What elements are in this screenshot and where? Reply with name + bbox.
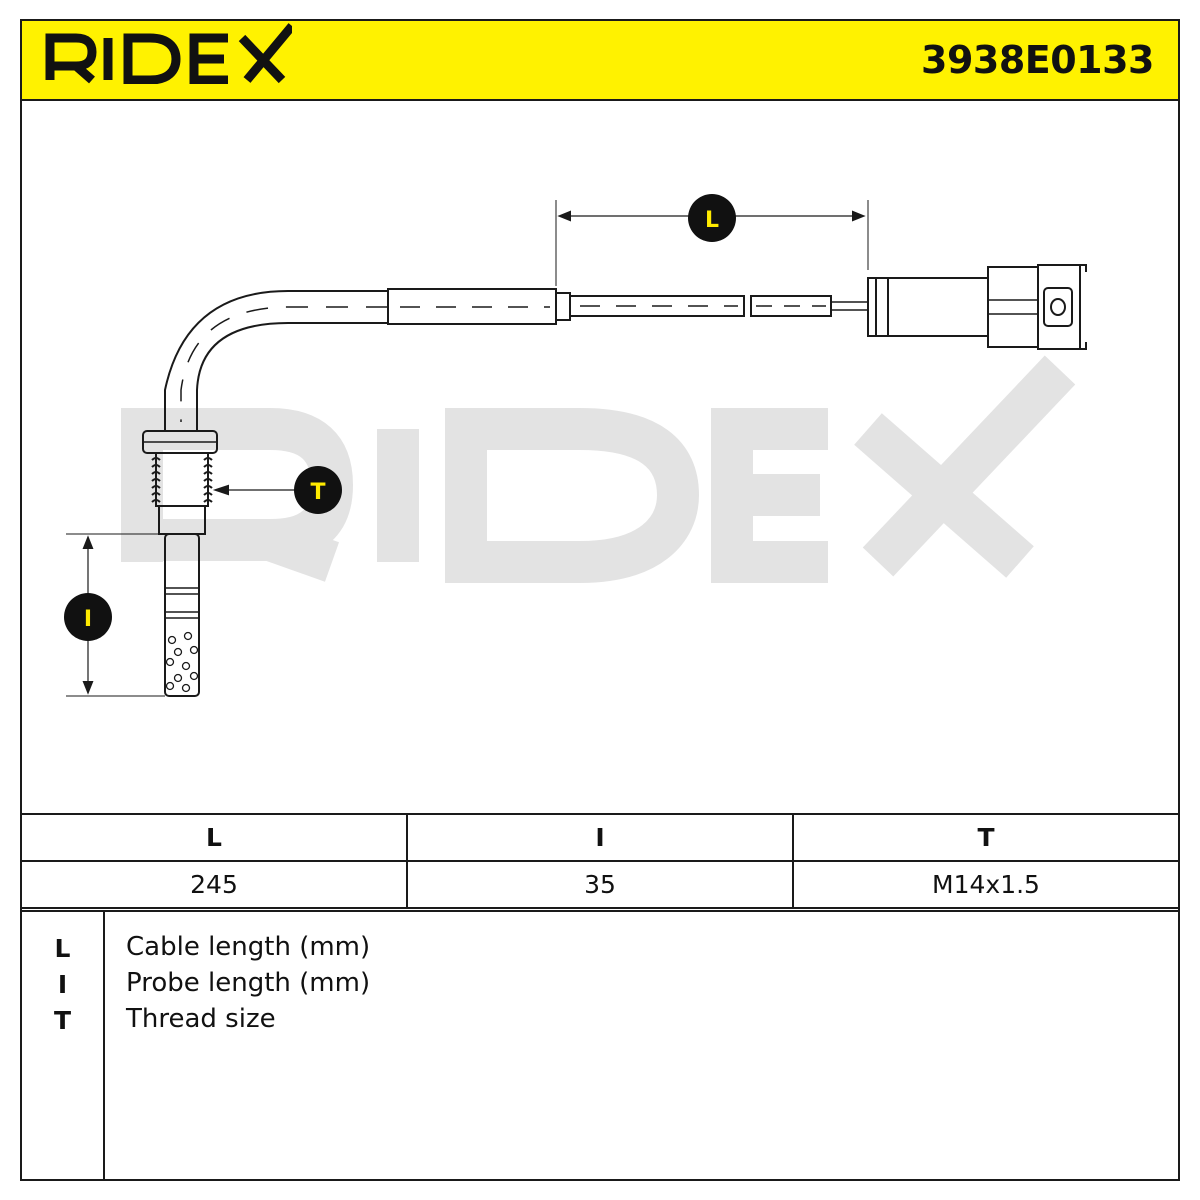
legend-row: I Probe length (mm) [22,968,1178,1004]
part-number: 3938E0133 [921,38,1154,82]
callout-T: T [294,466,342,514]
table-value-cell: M14x1.5 [792,860,1180,909]
table-value-row: 245 35 M14x1.5 [20,860,1180,909]
table-header-cell: I [406,813,794,862]
callout-I-label: I [84,607,92,632]
watermark-logo [121,355,1076,583]
table-value-cell: 245 [20,860,408,909]
legend-key: I [57,970,68,999]
table-header-cell: L [20,813,408,862]
parameter-table: L I T 245 35 M14x1.5 [20,813,1180,909]
legend-key: L [54,934,71,963]
connector-head [987,266,1039,348]
tube-outer-bottom [196,322,388,432]
tube-outer-top [164,290,388,432]
technical-drawing: L T I [20,100,1180,814]
connector-body [867,277,989,337]
cable-segment-2 [750,295,832,317]
legend-description: Probe length (mm) [126,968,371,998]
legend-row: L Cable length (mm) [22,932,1178,968]
table-value-cell: 35 [406,860,794,909]
legend-divider [103,912,105,1181]
probe [164,533,200,697]
legend-description: Thread size [126,1004,276,1034]
legend: L Cable length (mm) I Probe length (mm) … [20,910,1180,1181]
legend-key: T [53,1006,72,1035]
legend-row: T Thread size [22,1004,1178,1040]
sensor-diagram: L T I [64,194,1087,697]
cable-segment-1 [569,295,745,317]
tube-centerline [180,306,388,422]
callout-T-label: T [310,480,325,505]
callout-L-label: L [705,208,719,233]
table-header-cell: T [792,813,1180,862]
brand-logo [42,22,296,88]
table-header-row: L I T [20,813,1180,862]
callout-L: L [688,194,736,242]
probe-holes [165,631,199,693]
legend-description: Cable length (mm) [126,932,371,962]
brand-logo-mark [45,23,296,85]
callout-I: I [64,593,112,641]
